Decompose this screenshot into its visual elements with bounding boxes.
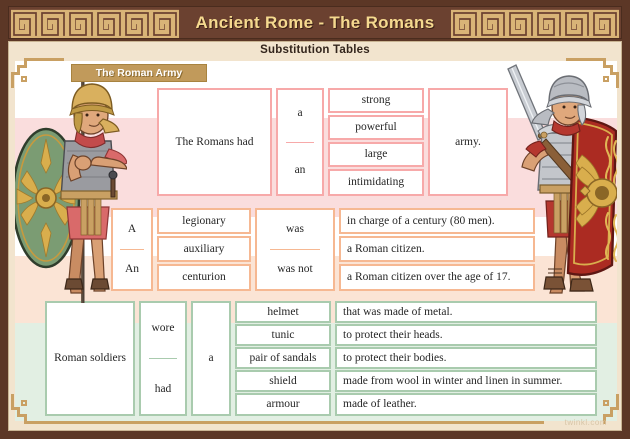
roman-legionary-with-scutum-illustration [507,64,617,294]
cell-text: to protect their heads. [343,328,443,341]
cell-item-armour[interactable]: armour [235,393,331,416]
cell-text: helmet [267,305,299,318]
section-heading-roman-army: The Roman Army [71,64,207,82]
cell-text: auxiliary [183,242,225,255]
divider-rule [149,357,177,359]
cell-subject-romans[interactable]: The Romans had [157,88,272,196]
cell-text: powerful [355,121,397,134]
cell-text: was [286,223,304,236]
cell-text: The Romans had [175,135,254,148]
cell-text: strong [361,94,391,107]
cell-rank-auxiliary[interactable]: auxiliary [157,236,251,262]
cell-text: Roman soldiers [54,352,126,365]
cell-text: a [208,352,214,365]
cell-text: large [364,148,388,161]
cell-verb-was-was-not[interactable]: was was not [255,208,335,291]
cell-article-a-an-2[interactable]: A An [111,208,153,291]
cell-text: had [154,383,172,396]
cell-detail-leather[interactable]: made of leather. [335,393,597,416]
section-heading-label: The Roman Army [95,67,183,79]
cell-text: tunic [271,328,295,341]
cell-text: armour [266,398,300,411]
cell-text: pair of sandals [249,351,317,364]
cell-article-a-an[interactable]: a an [276,88,324,196]
cell-text: a Roman citizen. [347,242,425,255]
worksheet-sheet: Substitution Tables [8,41,622,431]
cell-predicate-century[interactable]: in charge of a century (80 men). [339,208,535,234]
cell-text: army. [455,135,481,148]
cell-item-shield[interactable]: shield [235,370,331,392]
cell-adjective-large[interactable]: large [328,142,424,167]
cell-text: wore [151,321,175,334]
greek-key-pattern-left [11,7,179,38]
cell-text: in charge of a century (80 men). [347,214,495,227]
divider-rule [269,248,321,250]
cell-rank-legionary[interactable]: legionary [157,208,251,234]
cell-article-a-3[interactable]: a [191,301,231,416]
page-title: Ancient Rome - The Romans [181,12,449,33]
cell-verb-wore-had[interactable]: wore had [139,301,187,416]
tables-area: The Roman Army The Romans had a an stron… [15,61,617,421]
divider-rule [120,248,144,250]
cell-detail-wool-linen[interactable]: made from wool in winter and linen in su… [335,370,597,392]
cell-item-sandals[interactable]: pair of sandals [235,347,331,369]
cell-text: legionary [182,214,226,227]
roman-legionary-with-oval-shield-illustration [15,67,127,303]
cell-text: an [294,164,306,177]
cell-text: centurion [182,271,226,284]
cell-object-army[interactable]: army. [428,88,508,196]
cell-adjective-intimidating[interactable]: intimidating [328,169,424,196]
cell-text: to protect their bodies. [343,351,447,364]
cell-text: made of leather. [343,398,417,411]
cell-text: A [127,223,137,236]
cell-text: was not [277,263,313,276]
cell-item-tunic[interactable]: tunic [235,324,331,346]
cell-text: a Roman citizen over the age of 17. [347,271,511,284]
cell-detail-metal[interactable]: that was made of metal. [335,301,597,323]
cell-detail-bodies[interactable]: to protect their bodies. [335,347,597,369]
subtitle: Substitution Tables [260,44,370,56]
cell-text: intimidating [347,176,405,189]
cell-predicate-citizen-age[interactable]: a Roman citizen over the age of 17. [339,264,535,291]
cell-rank-centurion[interactable]: centurion [157,264,251,291]
cell-adjective-strong[interactable]: strong [328,88,424,113]
cell-adjective-powerful[interactable]: powerful [328,115,424,140]
cell-text: made from wool in winter and linen in su… [343,374,563,387]
cell-detail-heads[interactable]: to protect their heads. [335,324,597,346]
watermark: twinkl.com [564,418,607,427]
cell-predicate-citizen[interactable]: a Roman citizen. [339,236,535,262]
cell-text: shield [269,374,297,387]
title-banner: Ancient Rome - The Romans [8,6,622,39]
greek-key-pattern-right [451,7,619,38]
cell-text: that was made of metal. [343,305,453,318]
divider-rule [286,141,314,143]
cell-text: a [297,107,303,120]
cell-item-helmet[interactable]: helmet [235,301,331,323]
cell-subject-roman-soldiers[interactable]: Roman soldiers [45,301,135,416]
cell-text: An [124,263,140,276]
